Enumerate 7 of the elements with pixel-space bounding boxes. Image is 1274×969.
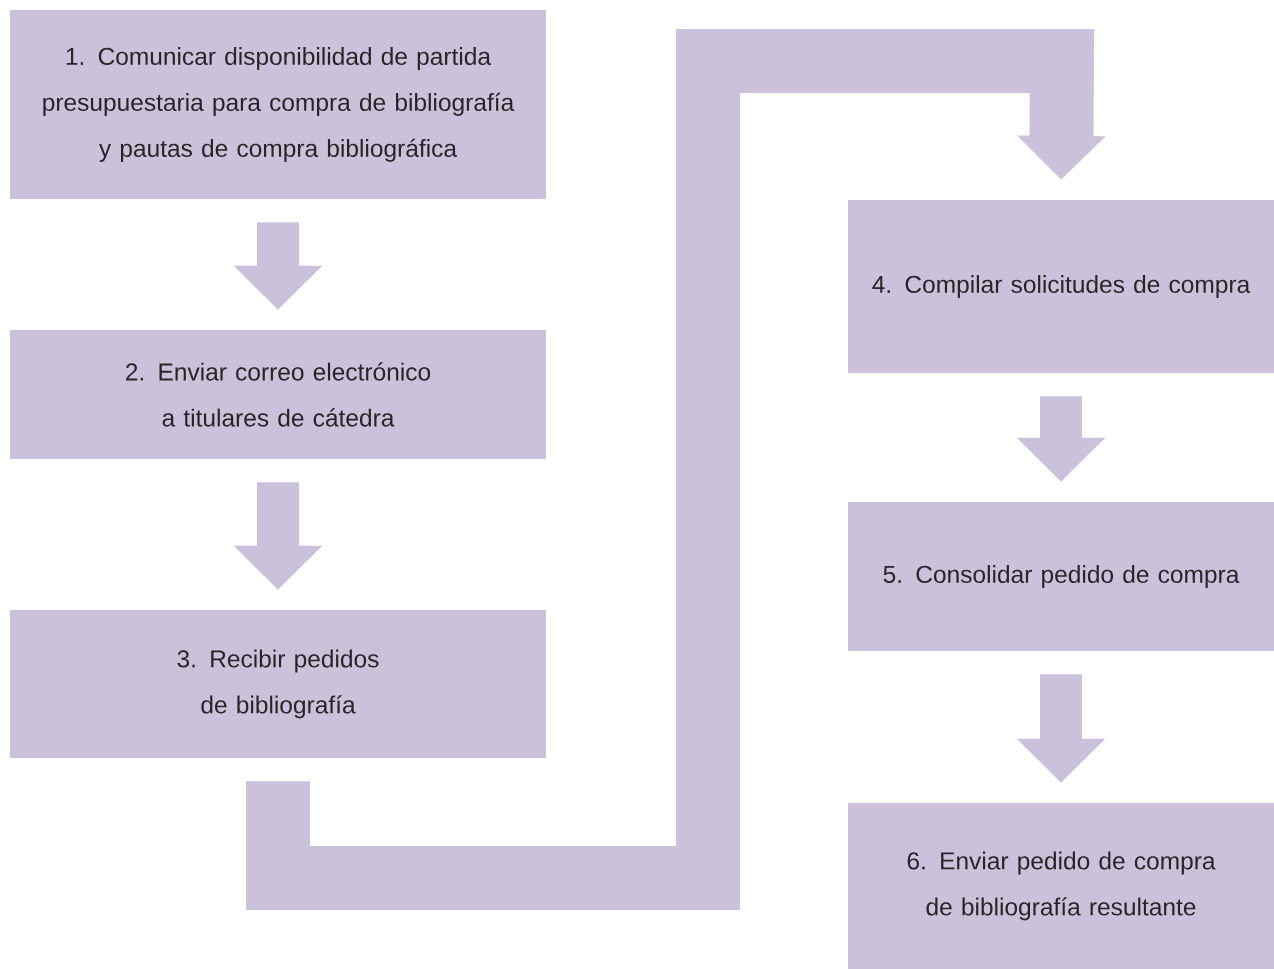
process-box: 5. Consolidar pedido de compra xyxy=(848,502,1274,651)
process-box: 3. Recibir pedidos de bibliografía xyxy=(10,610,546,758)
process-box: 1. Comunicar disponibilidad de partida presupuestaria para compra de bibliografía y pautas de compra bibliográfica xyxy=(10,10,546,199)
block-arrow xyxy=(246,29,1106,910)
process-box: 2. Enviar correo electrónico a titulares de cátedra xyxy=(10,330,546,459)
process-box: 6. Enviar pedido de compra de bibliografía resultante xyxy=(848,803,1274,969)
process-box: 4. Compilar solicitudes de compra xyxy=(848,200,1274,373)
